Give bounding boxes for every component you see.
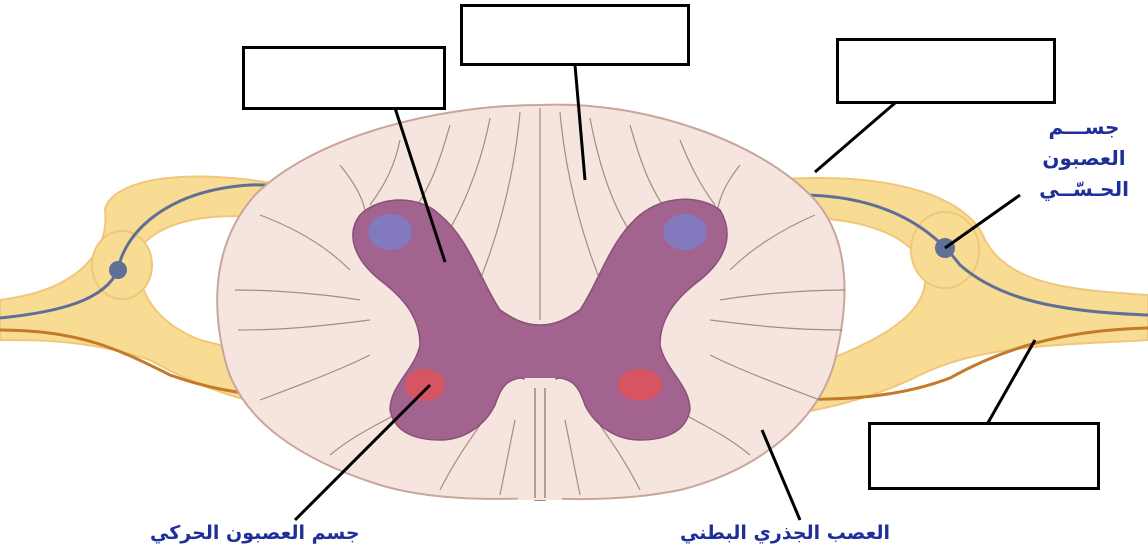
answer-box-2[interactable] [460, 4, 690, 66]
left-ganglion-neuron [109, 261, 127, 279]
label-sensory-line-3: الحـسّــي [1024, 174, 1144, 205]
label-sensory-line-1: جســـم [1024, 112, 1144, 143]
label-sensory-line-2: العصبون [1024, 143, 1144, 174]
answer-box-4[interactable] [868, 422, 1100, 490]
answer-box-1[interactable] [242, 46, 446, 110]
leader-box-3 [815, 103, 895, 172]
right-motor-nucleus [618, 369, 662, 401]
label-ventral-root-nerve: العصب الجذري البطني [680, 522, 890, 544]
leader-ventral [762, 430, 800, 520]
ventral-fissure [518, 378, 562, 500]
label-sensory-neuron-body: جســـم العصبون الحـسّــي [1024, 112, 1144, 205]
left-motor-nucleus [405, 369, 445, 401]
label-motor-neuron-body: جسم العصبون الحركي [150, 522, 360, 544]
answer-box-3[interactable] [836, 38, 1056, 104]
right-dorsal-nucleus [663, 214, 707, 250]
left-dorsal-nucleus [368, 214, 412, 250]
